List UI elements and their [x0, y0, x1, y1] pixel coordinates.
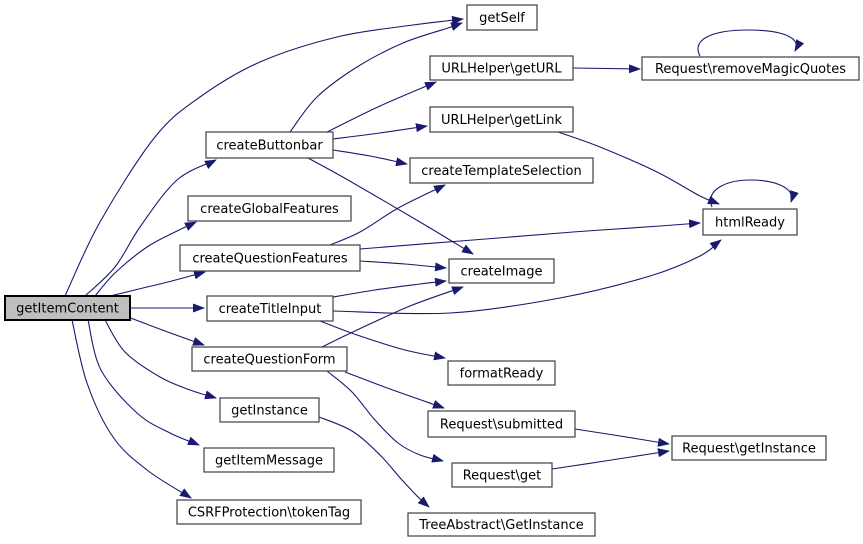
edge-createTitleInput-to-formatReady — [319, 320, 446, 361]
node-label-getSelf: getSelf — [479, 11, 525, 26]
node-box-getItemMessage[interactable] — [203, 447, 335, 473]
edge-URLHelper-getURL-to-Request-removeMagicQuotes — [572, 64, 641, 74]
node-label-Request-getInstance: Request\getInstance — [682, 442, 816, 457]
edge-getItemContent-to-CSRFProtection-tokenTag — [71, 319, 192, 499]
node-label-createTitleInput: createTitleInput — [219, 302, 322, 317]
node-box-URLHelper-getURL[interactable] — [429, 55, 574, 81]
edge-createQuestionFeatures-to-createImage — [359, 260, 447, 272]
node-label-createQuestionFeatures: createQuestionFeatures — [192, 252, 348, 267]
edge-htmlReady-to-htmlReady — [710, 179, 799, 208]
edge-createButtonbar-to-URLHelper-getURL — [326, 81, 437, 133]
node-TreeAbstract-GetInstance[interactable]: TreeAbstract\GetInstance — [407, 512, 596, 537]
edge-createButtonbar-to-getSelf — [289, 22, 463, 133]
node-URLHelper-getLink[interactable]: URLHelper\getLink — [429, 106, 574, 133]
nodes-layer: getItemContent createButtonbar createGloba… — [4, 4, 860, 537]
edge-URLHelper-getLink-to-htmlReady — [557, 131, 720, 205]
node-box-getInstance[interactable] — [219, 397, 320, 423]
edge-getItemContent-to-createButtonbar — [84, 159, 217, 297]
node-box-htmlReady[interactable] — [702, 208, 798, 236]
node-label-createGlobalFeatures: createGlobalFeatures — [200, 202, 339, 217]
node-label-Request-submitted: Request\submitted — [440, 418, 563, 433]
edge-createButtonbar-to-createImage — [307, 157, 474, 255]
node-box-createTemplateSelection[interactable] — [409, 157, 594, 184]
node-Request-submitted[interactable]: Request\submitted — [427, 410, 576, 438]
node-Request-getInstance[interactable]: Request\getInstance — [671, 435, 827, 461]
node-createQuestionFeatures[interactable]: createQuestionFeatures — [179, 244, 361, 272]
node-box-createQuestionFeatures[interactable] — [179, 244, 361, 272]
edge-Request-submitted-to-Request-getInstance — [574, 428, 670, 447]
node-createTitleInput[interactable]: createTitleInput — [206, 295, 334, 322]
node-box-TreeAbstract-GetInstance[interactable] — [407, 512, 596, 537]
edge-getInstance-to-TreeAbstract-GetInstance — [318, 416, 430, 508]
node-box-createImage[interactable] — [448, 258, 555, 284]
node-box-Request-getInstance[interactable] — [671, 435, 827, 461]
node-box-Request-get[interactable] — [451, 462, 553, 488]
node-createButtonbar[interactable]: createButtonbar — [205, 131, 334, 159]
node-box-createGlobalFeatures[interactable] — [187, 195, 352, 222]
node-getSelf[interactable]: getSelf — [466, 4, 538, 31]
edge-createQuestionForm-to-Request-get — [326, 370, 444, 463]
node-label-createButtonbar: createButtonbar — [216, 139, 323, 154]
edge-createButtonbar-to-createTemplateSelection — [332, 149, 408, 167]
node-label-getInstance: getInstance — [231, 404, 308, 419]
node-createQuestionForm[interactable]: createQuestionForm — [191, 346, 348, 372]
node-box-createQuestionForm[interactable] — [191, 346, 348, 372]
node-createGlobalFeatures[interactable]: createGlobalFeatures — [187, 195, 352, 222]
node-getItemContent: getItemContent — [4, 295, 131, 321]
edge-createButtonbar-to-URLHelper-getLink — [332, 123, 428, 140]
edge-getItemContent-to-createQuestionFeatures — [109, 270, 206, 297]
edge-createTitleInput-to-htmlReady — [332, 239, 722, 315]
node-box-getItemContent — [4, 295, 131, 321]
node-box-getSelf[interactable] — [466, 4, 538, 31]
node-box-createTitleInput[interactable] — [206, 295, 334, 322]
edge-getItemContent-to-createQuestionForm — [127, 316, 205, 346]
node-label-Request-get: Request\get — [463, 469, 542, 484]
node-label-formatReady: formatReady — [460, 367, 544, 382]
node-box-formatReady[interactable] — [447, 360, 556, 386]
edge-createQuestionForm-to-createImage — [321, 286, 464, 348]
edge-getItemContent-to-getInstance — [104, 319, 217, 400]
edge-getItemContent-to-getSelf — [64, 15, 464, 297]
edge-Request-removeMagicQuotes-to-Request-removeMagicQuotes — [697, 29, 805, 57]
edge-createTitleInput-to-createImage — [332, 277, 447, 298]
node-label-URLHelper-getLink: URLHelper\getLink — [441, 113, 563, 128]
node-box-Request-removeMagicQuotes[interactable] — [641, 56, 860, 81]
node-CSRFProtection-tokenTag[interactable]: CSRFProtection\tokenTag — [176, 499, 362, 525]
node-box-URLHelper-getLink[interactable] — [429, 106, 574, 133]
node-URLHelper-getURL[interactable]: URLHelper\getURL — [429, 55, 574, 81]
node-label-createTemplateSelection: createTemplateSelection — [421, 164, 582, 179]
node-label-createImage: createImage — [461, 265, 543, 280]
node-label-getItemMessage: getItemMessage — [215, 454, 323, 469]
node-Request-removeMagicQuotes[interactable]: Request\removeMagicQuotes — [641, 56, 860, 81]
node-box-Request-submitted[interactable] — [427, 410, 576, 438]
node-Request-get[interactable]: Request\get — [451, 462, 553, 488]
node-getInstance[interactable]: getInstance — [219, 397, 320, 423]
node-formatReady[interactable]: formatReady — [447, 360, 556, 386]
node-label-TreeAbstract-GetInstance: TreeAbstract\GetInstance — [418, 518, 584, 533]
edge-Request-get-to-Request-getInstance — [551, 448, 670, 470]
node-label-Request-removeMagicQuotes: Request\removeMagicQuotes — [655, 62, 846, 77]
node-createImage[interactable]: createImage — [448, 258, 555, 284]
node-box-CSRFProtection-tokenTag[interactable] — [176, 499, 362, 525]
edge-createQuestionForm-to-Request-submitted — [344, 371, 445, 409]
edge-createQuestionFeatures-to-createTemplateSelection — [329, 184, 446, 246]
node-htmlReady[interactable]: htmlReady — [702, 208, 798, 236]
node-label-URLHelper-getURL: URLHelper\getURL — [441, 62, 562, 77]
node-box-createButtonbar[interactable] — [205, 131, 334, 159]
edge-getItemContent-to-getItemMessage — [87, 319, 200, 446]
edge-createQuestionFeatures-to-htmlReady — [359, 219, 701, 250]
node-label-getItemContent: getItemContent — [16, 302, 119, 317]
node-label-htmlReady: htmlReady — [715, 216, 785, 231]
edge-getItemContent-to-createGlobalFeatures — [94, 221, 197, 297]
edges-layer — [64, 15, 805, 508]
node-getItemMessage[interactable]: getItemMessage — [203, 447, 335, 473]
node-label-createQuestionForm: createQuestionForm — [203, 353, 335, 368]
node-createTemplateSelection[interactable]: createTemplateSelection — [409, 157, 594, 184]
node-label-CSRFProtection-tokenTag: CSRFProtection\tokenTag — [188, 506, 350, 521]
